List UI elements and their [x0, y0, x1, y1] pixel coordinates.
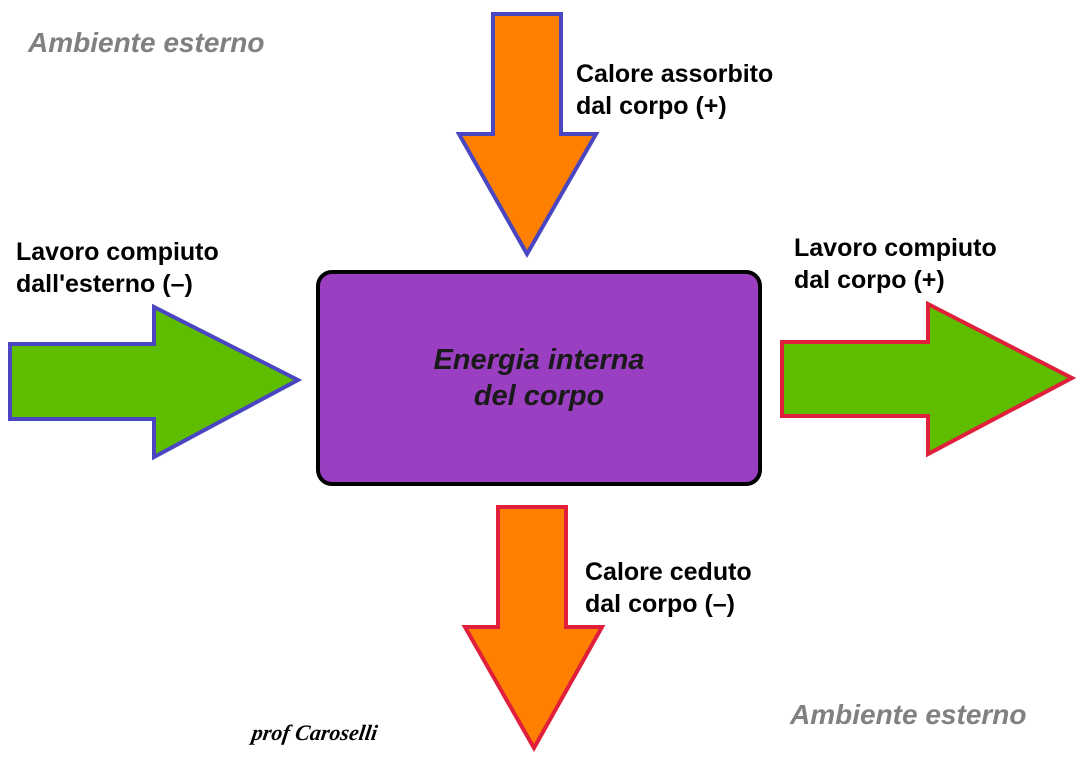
heat-out-label-line1: Calore ceduto: [585, 558, 752, 586]
internal-energy-line2: del corpo: [473, 380, 605, 412]
work-out-arrow: [780, 300, 1077, 458]
author-signature: prof Caroselli: [250, 720, 380, 745]
internal-energy-line1: Energia interna: [433, 344, 645, 376]
work-out-label-line1: Lavoro compiuto: [794, 234, 997, 262]
work-out-label: Lavoro compiuto dal corpo (+): [794, 232, 997, 296]
environment-label-top: Ambiente esterno: [28, 27, 265, 58]
work-out-label-line2: dal corpo (+): [794, 266, 945, 294]
work-in-label: Lavoro compiuto dall'esterno (–): [16, 236, 219, 300]
work-in-label-line1: Lavoro compiuto: [16, 238, 219, 266]
heat-out-arrow: [461, 505, 606, 753]
internal-energy-box: Energia interna del corpo: [316, 270, 762, 486]
heat-in-label: Calore assorbito dal corpo (+): [576, 58, 773, 122]
heat-in-arrow: [455, 12, 600, 259]
heat-in-label-line2: dal corpo (+): [576, 92, 727, 120]
work-in-arrow: [8, 303, 303, 461]
heat-in-label-line1: Calore assorbito: [576, 60, 774, 88]
heat-out-label: Calore ceduto dal corpo (–): [585, 556, 752, 620]
heat-out-label-line2: dal corpo (–): [585, 590, 736, 618]
environment-label-bottom: Ambiente esterno: [790, 699, 1027, 730]
work-in-label-line2: dall'esterno (–): [16, 270, 193, 298]
